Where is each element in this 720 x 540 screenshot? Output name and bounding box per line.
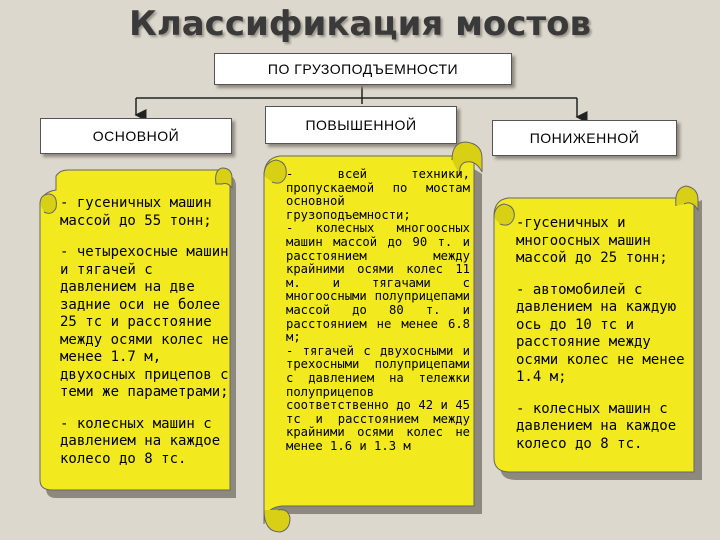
diagram-title: Классификация мостов	[129, 4, 591, 44]
category-box-increased: ПОВЫШЕННОЙ	[265, 106, 457, 144]
list-item: - гусеничных машин массой до 55 тонн;	[60, 195, 212, 229]
root-category-box: ПО ГРУЗОПОДЪЕМНОСТИ	[214, 53, 512, 85]
scroll-text-increased: - всей техники, пропускаемой по мостам о…	[286, 167, 470, 453]
list-item: - четырехосные машин и тягачей с давлени…	[60, 244, 229, 400]
scroll-basic	[39, 167, 236, 498]
list-item: -гусеничных и многоосных машин массой до…	[516, 215, 668, 266]
scroll-text-basic: - гусеничных машин массой до 55 тонн; - …	[60, 195, 234, 468]
list-item: - автомобилей с давлением на каждую ось …	[516, 281, 685, 386]
scroll-reduced	[493, 185, 702, 480]
list-item: - колесных машин с давлением на каждое к…	[516, 400, 677, 452]
list-item: - колесных многоосных машин массой до 90…	[286, 221, 470, 345]
category-box-basic: ОСНОВНОЙ	[40, 118, 232, 154]
scroll-text-reduced: -гусеничных и многоосных машин массой до…	[516, 215, 688, 453]
list-item: - тягачей с двухосными и трехосными полу…	[286, 343, 470, 453]
list-item: - всей техники, пропускаемой по мостам о…	[286, 167, 470, 222]
category-box-reduced: ПОНИЖЕННОЙ	[492, 120, 677, 156]
list-item: - колесных машин с давлением на каждое к…	[60, 415, 221, 467]
scroll-increased	[263, 141, 483, 533]
